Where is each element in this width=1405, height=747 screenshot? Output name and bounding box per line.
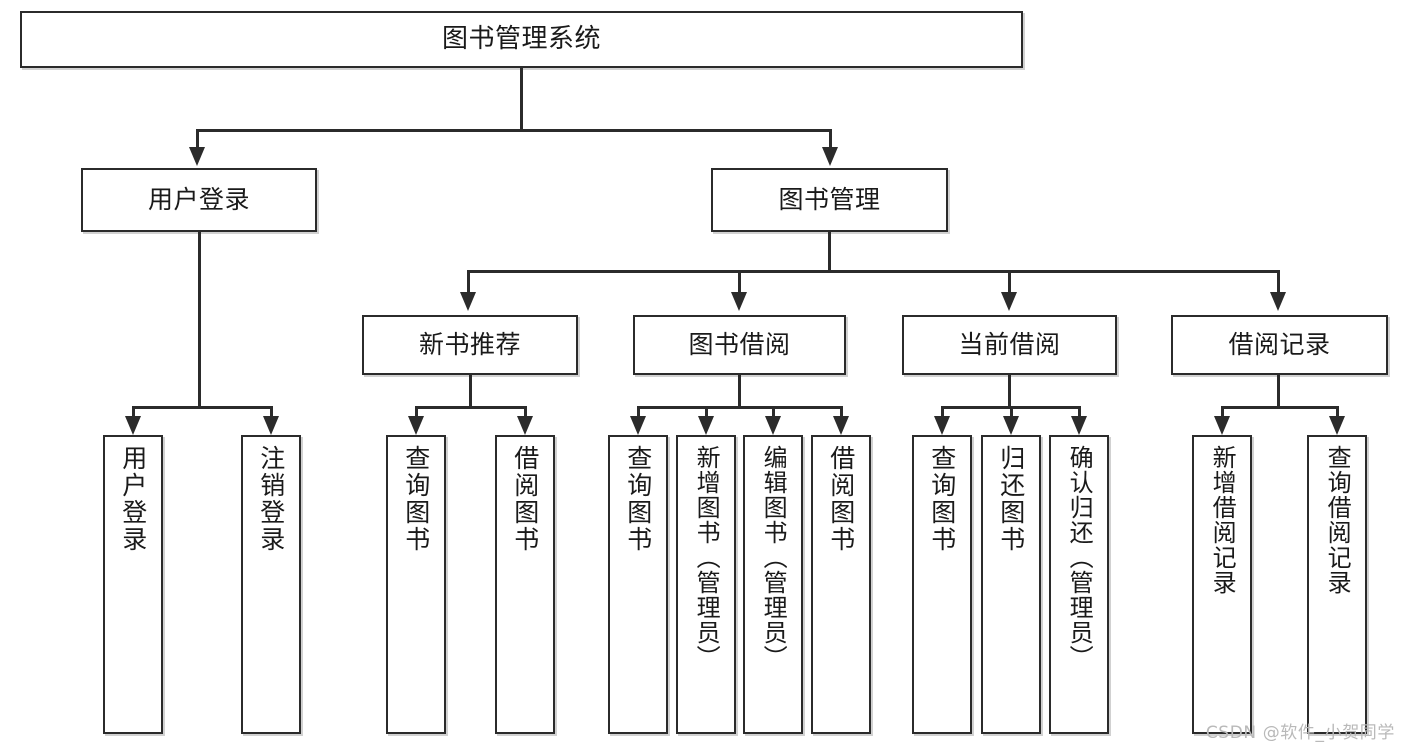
connector-borrow-record-stem (1277, 375, 1280, 408)
connector-new-book-rec-stem (469, 375, 472, 408)
arrowhead-leaf-edit-book (765, 416, 781, 435)
node-label: 新增借阅记录 (1208, 445, 1237, 595)
leaf-node-return-book[interactable]: 归还图书 (981, 435, 1041, 734)
node-label: 图书管理系统 (441, 23, 601, 54)
arrowhead-book-borrow (731, 292, 747, 311)
node-label: 用户登录 (118, 445, 148, 553)
arrowhead-leaf-user-login (125, 416, 141, 435)
node-label: 图书管理 (778, 185, 881, 214)
connector-current-borrow-to-leaf-3 (1078, 406, 1081, 416)
connector-book-manage-to-book-borrow (738, 270, 741, 292)
connector-book-borrow-to-leaf-2 (705, 406, 708, 416)
connector-book-manage-to-current-borrow (1008, 270, 1011, 292)
node-user-login[interactable]: 用户登录 (81, 168, 317, 232)
arrowhead-leaf-user-logout (263, 416, 279, 435)
node-label: 借阅图书 (826, 445, 856, 553)
connector-root-bus (196, 129, 832, 132)
arrowhead-root-to-user-login (189, 147, 205, 166)
connector-book-borrow-to-leaf-3 (772, 406, 775, 416)
leaf-node-query-book-borrow[interactable]: 查询图书 (608, 435, 668, 734)
arrowhead-leaf-return-book (1003, 416, 1019, 435)
node-root-book-management-system[interactable]: 图书管理系统 (20, 11, 1023, 68)
connector-root-stem (520, 68, 523, 130)
leaf-node-edit-book-admin[interactable]: 编辑图书（管理员） (743, 435, 803, 734)
leaf-node-query-book-new-rec[interactable]: 查询图书 (386, 435, 446, 734)
node-label: 借阅记录 (1228, 330, 1331, 359)
connector-book-borrow-to-leaf-4 (840, 406, 843, 416)
connector-current-borrow-stem (1008, 375, 1011, 408)
connector-new-book-rec-to-leaf-2 (524, 406, 527, 416)
leaf-node-add-borrow-record[interactable]: 新增借阅记录 (1192, 435, 1252, 734)
node-label: 查询图书 (623, 445, 653, 553)
arrowhead-leaf-add-book (698, 416, 714, 435)
node-label: 查询图书 (401, 445, 431, 553)
leaf-node-add-book-admin[interactable]: 新增图书（管理员） (676, 435, 736, 734)
connector-book-borrow-to-leaf-1 (637, 406, 640, 416)
arrowhead-leaf-add-record (1214, 416, 1230, 435)
node-label: 新增图书（管理员） (692, 445, 721, 670)
node-label: 查询图书 (927, 445, 957, 553)
connector-new-book-rec-to-leaf-1 (415, 406, 418, 416)
arrowhead-leaf-borrow-book-2 (833, 416, 849, 435)
arrowhead-leaf-query-book-2 (630, 416, 646, 435)
connector-user-login-stem (198, 232, 201, 408)
arrowhead-leaf-query-record (1329, 416, 1345, 435)
node-label: 图书借阅 (688, 330, 791, 359)
node-label: 编辑图书（管理员） (759, 445, 788, 670)
leaf-node-user-login[interactable]: 用户登录 (103, 435, 163, 734)
node-label: 借阅图书 (510, 445, 540, 553)
connector-root-to-user-login (196, 129, 199, 147)
node-current-borrowing[interactable]: 当前借阅 (902, 315, 1117, 375)
leaf-node-borrow-book-new-rec[interactable]: 借阅图书 (495, 435, 555, 734)
connector-user-login-to-leaf-2 (270, 406, 273, 416)
arrowhead-leaf-query-book-1 (408, 416, 424, 435)
arrowhead-borrow-record (1270, 292, 1286, 311)
connector-book-manage-to-new-book-rec (467, 270, 470, 292)
arrowhead-leaf-confirm-return (1071, 416, 1087, 435)
leaf-node-query-borrow-record[interactable]: 查询借阅记录 (1307, 435, 1367, 734)
leaf-node-borrow-book[interactable]: 借阅图书 (811, 435, 871, 734)
connector-new-book-rec-bus (415, 406, 527, 409)
connector-borrow-record-bus (1221, 406, 1339, 409)
node-label: 确认归还（管理员） (1065, 445, 1094, 670)
connector-book-manage-to-borrow-record (1277, 270, 1280, 292)
node-label: 当前借阅 (958, 330, 1061, 359)
node-label: 新书推荐 (418, 330, 521, 359)
arrowhead-leaf-query-book-3 (934, 416, 950, 435)
node-borrowing-record[interactable]: 借阅记录 (1171, 315, 1388, 375)
connector-user-login-bus (132, 406, 273, 409)
connector-book-borrow-bus (637, 406, 843, 409)
csdn-watermark: CSDN @软件_小贺同学 (1205, 723, 1395, 743)
connector-root-to-book-manage (829, 129, 832, 147)
arrowhead-leaf-borrow-book-1 (517, 416, 533, 435)
connector-current-borrow-to-leaf-2 (1010, 406, 1013, 416)
connector-book-manage-stem (828, 232, 831, 272)
node-book-borrowing[interactable]: 图书借阅 (633, 315, 846, 375)
node-book-management[interactable]: 图书管理 (711, 168, 948, 232)
connector-borrow-record-to-leaf-1 (1221, 406, 1224, 416)
arrowhead-current-borrow (1001, 292, 1017, 311)
connector-book-manage-bus (467, 270, 1280, 273)
leaf-node-query-book-current[interactable]: 查询图书 (912, 435, 972, 734)
arrowhead-root-to-book-manage (822, 147, 838, 166)
node-label: 归还图书 (996, 445, 1026, 553)
node-label: 用户登录 (147, 185, 250, 214)
connector-borrow-record-to-leaf-2 (1336, 406, 1339, 416)
connector-book-borrow-stem (738, 375, 741, 408)
connector-user-login-to-leaf-1 (132, 406, 135, 416)
connector-current-borrow-to-leaf-1 (941, 406, 944, 416)
arrowhead-new-book-rec (460, 292, 476, 311)
node-label: 查询借阅记录 (1323, 445, 1352, 595)
leaf-node-confirm-return-admin[interactable]: 确认归还（管理员） (1049, 435, 1109, 734)
node-new-book-recommendation[interactable]: 新书推荐 (362, 315, 578, 375)
node-label: 注销登录 (256, 445, 286, 553)
leaf-node-user-logout[interactable]: 注销登录 (241, 435, 301, 734)
